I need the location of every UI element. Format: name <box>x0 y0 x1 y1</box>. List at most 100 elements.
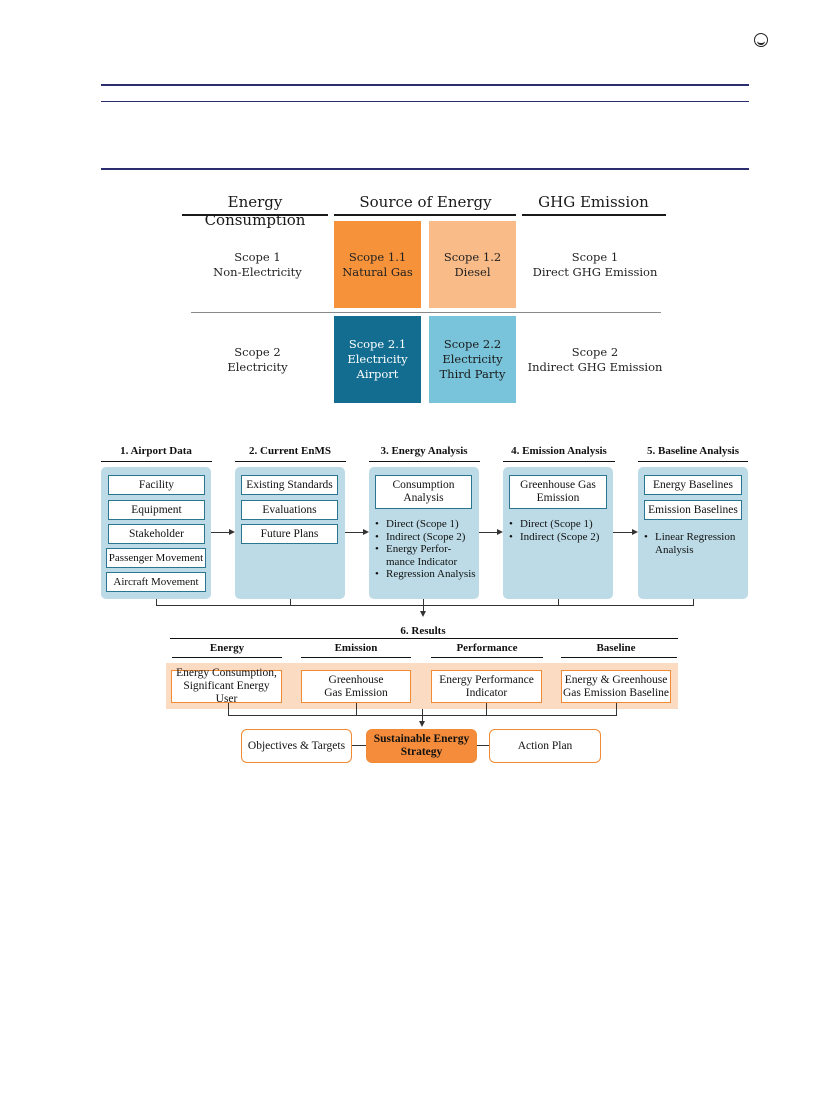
row2-consumption: Scope 2 Electricity <box>190 345 325 375</box>
circle-logo-icon <box>754 33 768 47</box>
scope-1-1-source: Natural Gas <box>342 264 413 279</box>
result-baseline-line1: Energy & Greenhouse <box>564 673 668 686</box>
results-header-line-4 <box>561 657 677 658</box>
scope-2-2-party: Third Party <box>439 367 506 381</box>
bullet-lra-line2: Analysis <box>655 543 694 556</box>
box-aircraft-movement: Aircraft Movement <box>106 572 206 592</box>
results-title-underline <box>170 638 678 639</box>
result-energy-performance-indicator: Energy Performance Indicator <box>431 670 542 703</box>
scope-1-2-source: Diesel <box>454 264 491 279</box>
results-header-line-1 <box>172 657 282 658</box>
bullet-linear-regression-analysis: Linear Regression Analysis <box>643 531 748 556</box>
connector-horizontal <box>156 605 694 606</box>
energy-analysis-bullets: Direct (Scope 1) Indirect (Scope 2) Ener… <box>374 518 479 581</box>
scope-2-2-label: Scope 2.2 <box>443 337 502 351</box>
header-rule-top <box>101 84 749 86</box>
connector-drop-2 <box>290 599 291 605</box>
arrow-head-4-5 <box>632 529 638 535</box>
arrow-head-3-4 <box>497 529 503 535</box>
results-header-baseline: Baseline <box>596 642 636 654</box>
scope-1-2-label: Scope 1.2 <box>443 249 502 264</box>
col-title-energy-analysis: 3. Energy Analysis <box>380 445 468 457</box>
result-performance-line2: Indicator <box>465 686 508 699</box>
col-line-2 <box>235 461 346 462</box>
results-title: 6. Results <box>400 625 446 637</box>
result-performance-line1: Energy Performance <box>439 673 534 686</box>
row2-consumption-line1: Scope 2 <box>234 345 281 359</box>
result-drop-1 <box>228 703 229 715</box>
result-center-down <box>422 709 423 722</box>
ghg-emission-line1: Greenhouse Gas <box>520 479 596 491</box>
connector-drop-1 <box>156 599 157 605</box>
connector-drop-5 <box>693 599 694 605</box>
results-header-emission: Emission <box>334 642 378 654</box>
row1-emission: Scope 1 Direct GHG Emission <box>526 250 664 280</box>
arrow-head-1-2 <box>229 529 235 535</box>
col-title-baseline-analysis: 5. Baseline Analysis <box>647 445 739 457</box>
scope-2-1-electricity-airport: Scope 2.1 Electricity Airport <box>334 316 421 403</box>
col-line-4 <box>503 461 615 462</box>
outcome-link-right <box>477 745 489 746</box>
result-energy-line1: Energy Consumption, <box>176 667 277 679</box>
emission-analysis-bullets: Direct (Scope 1) Indirect (Scope 2) <box>508 518 613 543</box>
result-energy-consumption: Energy Consumption, Significant Energy U… <box>171 667 282 705</box>
row1-emission-line2: Direct GHG Emission <box>532 265 658 279</box>
box-evaluations: Evaluations <box>241 500 338 520</box>
box-consumption-analysis: Consumption Analysis <box>375 475 472 509</box>
box-future-plans: Future Plans <box>241 524 338 544</box>
results-header-energy: Energy <box>209 642 245 654</box>
scope-2-2-electricity-third-party: Scope 2.2 Electricity Third Party <box>429 316 516 403</box>
result-drop-3 <box>486 703 487 715</box>
scope-2-1-label: Scope 2.1 <box>348 337 407 351</box>
row1-consumption: Scope 1 Non-Electricity <box>190 250 325 280</box>
box-energy-baselines: Energy Baselines <box>644 475 742 495</box>
bullet-direct-scope1-emission: Direct (Scope 1) <box>508 518 613 531</box>
ghg-emission-line2: Emission <box>536 492 580 504</box>
row1-emission-line1: Scope 1 <box>571 250 619 264</box>
box-existing-standards: Existing Standards <box>241 475 338 495</box>
col-line-5 <box>638 461 748 462</box>
bullet-indirect-scope2-emission: Indirect (Scope 2) <box>508 531 613 544</box>
arrow-head-2-3 <box>363 529 369 535</box>
results-header-line-3 <box>431 657 543 658</box>
strategy-line2: Strategy <box>400 746 443 758</box>
row2-emission-line1: Scope 2 <box>571 345 619 359</box>
consumption-analysis-line1: Consumption <box>392 479 455 491</box>
bullet-direct-scope1: Direct (Scope 1) <box>374 518 479 531</box>
arrow-line-2-3 <box>345 532 363 533</box>
col-title-airport-data: 1. Airport Data <box>120 445 192 457</box>
bullet-lra-line1: Linear Regression <box>655 531 736 543</box>
col-line-3 <box>369 461 480 462</box>
box-equipment: Equipment <box>108 500 205 520</box>
bullet-epi-line2: mance Indicator <box>386 555 458 568</box>
box-stakeholder: Stakeholder <box>108 524 205 544</box>
objectives-targets-box: Objectives & Targets <box>241 729 352 763</box>
scope-2-1-source: Electricity <box>347 352 408 366</box>
bullet-regression-analysis: Regression Analysis <box>374 568 479 581</box>
col-title-current-enms: 2. Current EnMS <box>249 445 331 457</box>
scope-1-1-label: Scope 1.1 <box>348 249 407 264</box>
result-baseline-line2: Gas Emission Baseline <box>562 686 670 699</box>
arrow-line-3-4 <box>479 532 497 533</box>
header-ghg-emission: GHG Emission <box>538 193 649 211</box>
header-underline-1 <box>182 214 328 216</box>
header-rule-bottom <box>101 168 749 170</box>
bullet-energy-performance-indicator: Energy Perfor- mance Indicator <box>374 543 479 568</box>
scope-1-1-natural-gas: Scope 1.1 Natural Gas <box>334 221 421 308</box>
row1-consumption-line2: Non-Electricity <box>213 265 302 279</box>
header-source-of-energy: Source of Energy <box>359 193 492 211</box>
connector-center-arrow <box>420 611 426 617</box>
scope-2-2-source: Electricity <box>442 352 503 366</box>
arrow-line-4-5 <box>613 532 632 533</box>
connector-drop-4 <box>558 599 559 605</box>
outcome-link-left <box>352 745 366 746</box>
header-underline-2 <box>334 214 516 216</box>
result-drop-4 <box>616 703 617 715</box>
col-title-emission-analysis: 4. Emission Analysis <box>511 445 607 457</box>
col-line-1 <box>101 461 212 462</box>
row1-consumption-line1: Scope 1 <box>234 250 281 264</box>
result-emission-line1: Greenhouse <box>328 673 384 686</box>
scope-2-1-party: Airport <box>356 367 399 381</box>
result-drop-2 <box>356 703 357 715</box>
sustainable-energy-strategy-box: Sustainable Energy Strategy <box>366 729 477 763</box>
